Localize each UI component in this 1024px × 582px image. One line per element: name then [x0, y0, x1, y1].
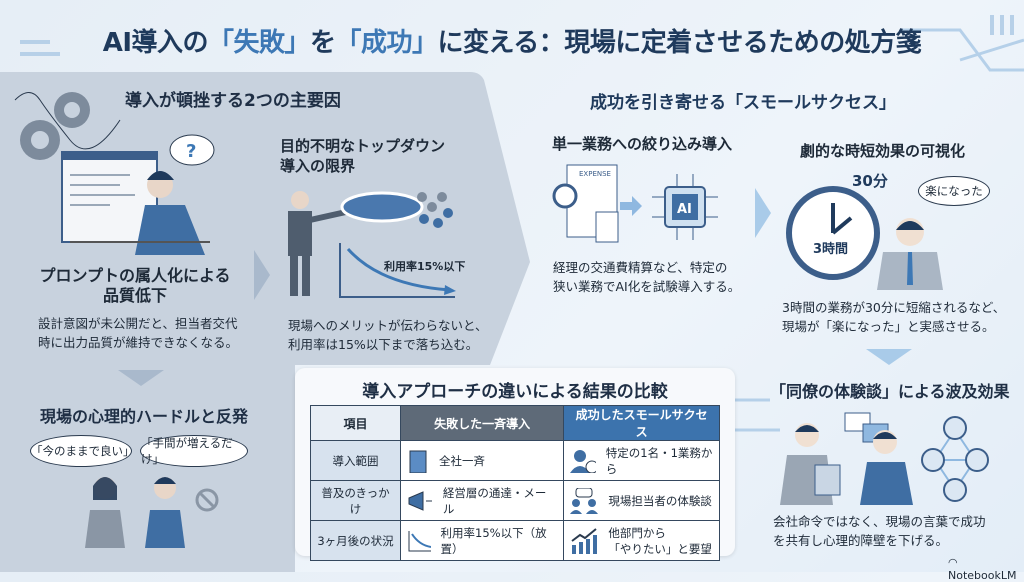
- fail-cell: 全社一斉: [439, 453, 485, 468]
- usage-rate-label: 利用率15%以下: [384, 260, 466, 273]
- down-arrow-icon: [118, 370, 164, 386]
- row-label: 普及のきっかけ: [310, 480, 401, 521]
- header-item: 項目: [310, 405, 401, 441]
- causes-heading: 導入が頓挫する2つの主要因: [125, 91, 341, 111]
- cause2-description: 現場へのメリットが伝わらないと、利用率は15%以下まで落ち込む。: [288, 318, 488, 352]
- fail-cell: 利用率15%以下（放置）: [440, 525, 547, 556]
- step1-description: 経理の交通費精算など、特定の狭い業務でAI化を試験導入する。: [553, 260, 741, 294]
- comparison-title: 導入アプローチの違いによる結果の比較: [362, 382, 668, 402]
- notebooklm-brand: ◠ NotebookLM: [948, 556, 1017, 582]
- before-time-label: 3時間: [813, 242, 849, 257]
- expense-to-ai-illustration: EXPENSE AI: [552, 164, 718, 243]
- fail-cell: 経営層の通達・メール: [442, 485, 547, 516]
- success-cell: 他部門から「やりたい」と要望: [608, 525, 712, 556]
- page-title: AI導入の「失敗」を「成功」に変える：現場に定着させるための処方箋: [102, 28, 922, 58]
- step3-title: 「同僚の体験談」による波及効果: [770, 382, 1010, 401]
- step2-description: 3時間の業務が30分に短縮されるなど、現場が「楽になった」と実感させる。: [782, 300, 1006, 334]
- table-row: 3ヶ月後の状況 利用率15%以下（放置） 他部門から「やりたい」と要望: [310, 520, 720, 561]
- row-label: 導入範囲: [310, 440, 401, 481]
- relieved-worker-illustration: [877, 218, 943, 290]
- step2-title: 劇的な時短効果の可視化: [800, 142, 966, 160]
- button-icon: [340, 191, 424, 223]
- table-row: 普及のきっかけ 経営層の通達・メール 現場担当者の体験談: [310, 480, 720, 521]
- growth-chart-icon: [571, 527, 598, 554]
- question-mark-icon: ?: [186, 141, 196, 162]
- notebooklm-logo-icon: ◠: [948, 556, 958, 569]
- quote-bubble-1: 「今のままで良い」: [30, 435, 135, 467]
- down-arrow-icon-2: [866, 349, 912, 365]
- clock-icon-large: [786, 186, 880, 280]
- ai-chip-label: AI: [677, 202, 692, 217]
- header-fail: 失敗した一斉導入: [399, 405, 565, 441]
- quote-bubble-2: 「手間が増えるだけ」: [140, 435, 248, 467]
- success-heading: 成功を引き寄せる「スモールサクセス」: [590, 93, 896, 113]
- crossed-arms-people-illustration: [85, 477, 219, 548]
- people-group-icon: [417, 192, 453, 228]
- clock-icon: [552, 183, 578, 209]
- table-header-row: 項目 失敗した一斉導入 成功したスモールサクセス: [310, 405, 720, 441]
- step3-description: 会社命令ではなく、現場の言葉で成功を共有し心理的障壁を下げる。: [773, 514, 986, 548]
- hurdle-title: 現場の心理的ハードルと反発: [40, 407, 249, 426]
- comparison-card: 導入アプローチの違いによる結果の比較 項目 失敗した一斉導入 成功したスモールサ…: [295, 368, 735, 561]
- step1-title: 単一業務への絞り込み導入: [552, 135, 733, 153]
- table-row: 導入範囲 全社一斉 特定の1名・1業務から: [310, 440, 720, 481]
- broken-gear-icon: [20, 92, 90, 160]
- row-label: 3ヶ月後の状況: [310, 520, 401, 561]
- frustrated-worker-illustration: ?: [14, 92, 215, 255]
- success-cell: 特定の1名・1業務から: [605, 445, 713, 476]
- arrow-right-icon: [620, 196, 642, 216]
- topdown-illustration: [288, 191, 456, 298]
- chevron-right-icon-2: [755, 188, 771, 238]
- chevron-right-icon: [254, 250, 270, 300]
- header-success: 成功したスモールサクセス: [563, 405, 720, 441]
- cause1-description: 設計意図が未公開だと、担当者交代時に出力品質が維持できなくなる。: [38, 316, 239, 350]
- expense-doc-label: EXPENSE: [579, 170, 611, 178]
- building-icon: [409, 450, 427, 473]
- declining-chart-icon: [408, 530, 431, 551]
- after-time-label: 30分: [852, 172, 888, 190]
- cause1-title: プロンプトの属人化による品質低下: [39, 266, 231, 305]
- comparison-table: 項目 失敗した一斉導入 成功したスモールサクセス 導入範囲 全社一斉 特定の1名…: [310, 405, 720, 561]
- megaphone-icon: [408, 490, 432, 511]
- colleague-sharing-illustration: [780, 412, 989, 505]
- person-clock-icon: [570, 449, 596, 473]
- cause2-title: 目的不明なトップダウン導入の限界: [280, 137, 446, 175]
- prohibited-icon: [195, 488, 219, 512]
- success-cell: 現場担当者の体験談: [608, 493, 712, 508]
- conversation-icon: [570, 487, 599, 514]
- relief-speech-bubble: 楽になった: [918, 176, 990, 206]
